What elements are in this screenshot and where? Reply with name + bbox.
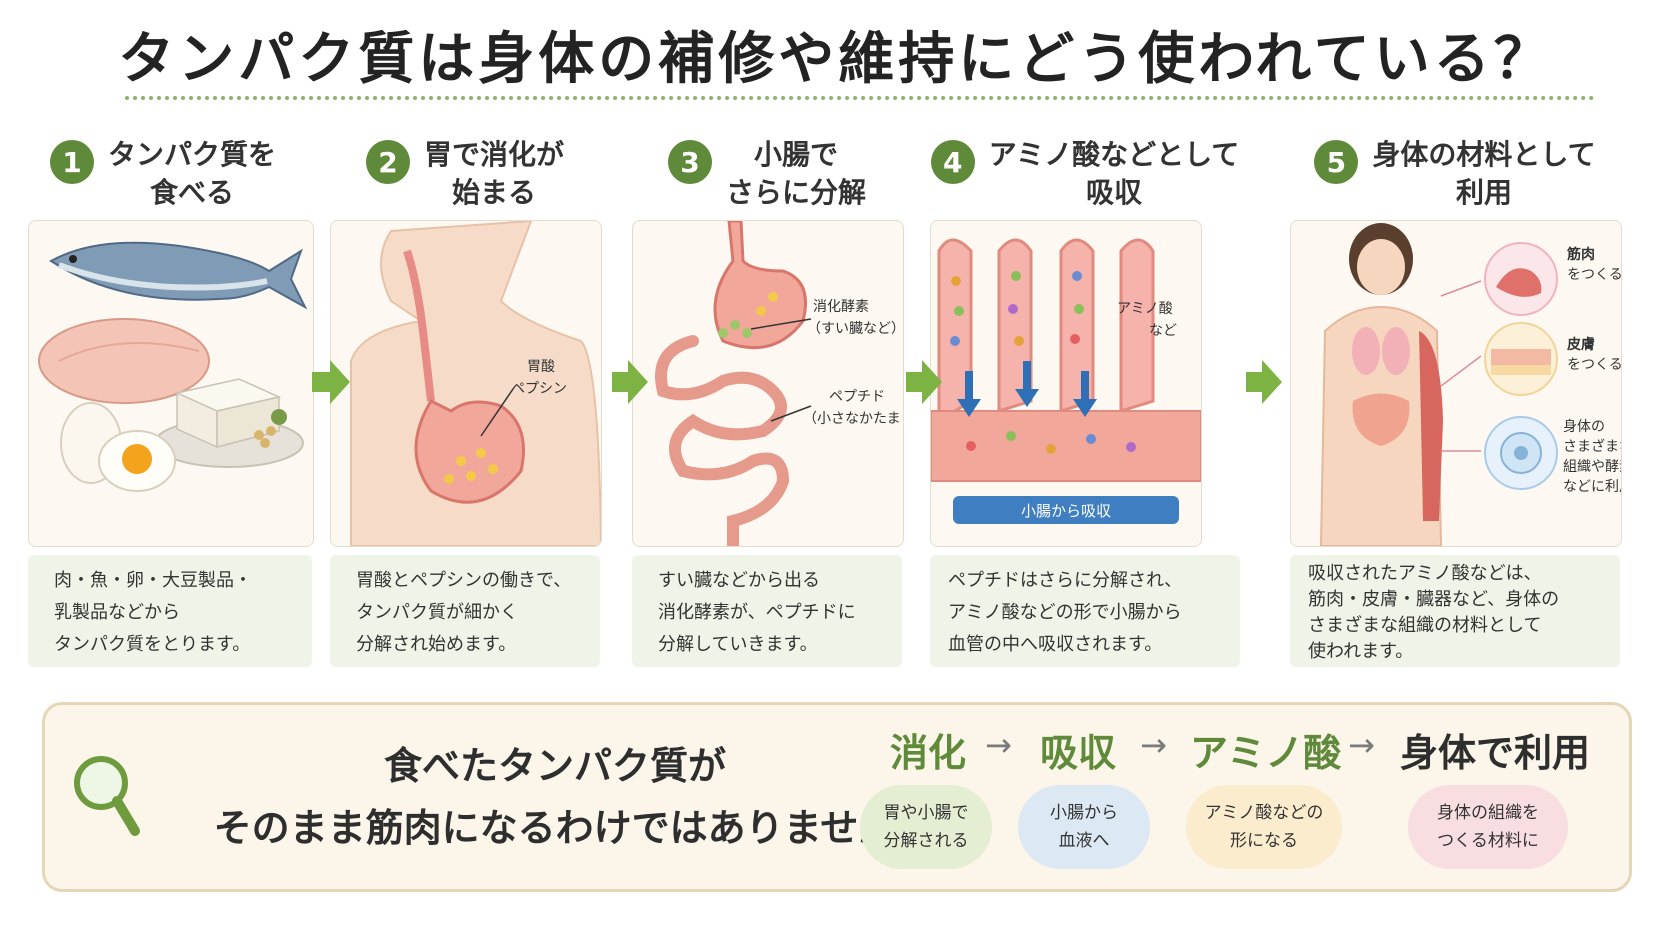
step-number: 2 bbox=[365, 140, 410, 184]
label-skin-1: 皮膚 bbox=[1566, 336, 1595, 353]
chicken-breast-icon bbox=[38, 318, 210, 404]
egg-icon bbox=[60, 402, 176, 492]
person-icon bbox=[1319, 223, 1443, 546]
flow-bubble-4: 身体の組織をつくる材料に bbox=[1408, 785, 1568, 869]
flow-digestion: 消化 bbox=[890, 731, 967, 775]
label-enzyme: 消化酵素 bbox=[813, 299, 869, 315]
step-5-description: 吸収されたアミノ酸などは、筋肉・皮膚・臓器など、身体のさまざまな組織の材料として… bbox=[1290, 555, 1620, 667]
step-title: 胃で消化が始まる bbox=[423, 138, 564, 209]
label-peptide-sub: （小さなかたまり） bbox=[803, 411, 903, 427]
small-intestine-icon bbox=[655, 335, 790, 546]
step-3-illustration: 消化酵素 （すい臓など） ペプチド （小さなかたまり） bbox=[632, 220, 904, 547]
label-pepsin: ペプシン bbox=[511, 381, 567, 397]
step-number: 4 bbox=[930, 140, 975, 184]
flow-arrow-icon: → bbox=[1140, 726, 1167, 764]
step-title: 身体の材料として利用 bbox=[1372, 138, 1596, 209]
label-tissue-3: 組織や酵素 bbox=[1563, 459, 1621, 475]
fish-icon bbox=[49, 241, 308, 310]
step-1-description: 肉・魚・卵・大豆製品・乳製品などからタンパク質をとります。 bbox=[28, 555, 312, 667]
step-1-header: 1 タンパク質を食べる bbox=[28, 136, 298, 209]
step-title: アミノ酸などとして吸収 bbox=[988, 138, 1240, 209]
flow-amino-acid: アミノ酸 bbox=[1190, 731, 1342, 775]
arrow-right-icon bbox=[312, 360, 350, 404]
label-amino-sub: など bbox=[1149, 323, 1177, 339]
tofu-icon bbox=[154, 378, 304, 468]
down-arrow-icon bbox=[957, 361, 1097, 417]
arrow-right-icon bbox=[1246, 360, 1282, 404]
label-peptide: ペプチド bbox=[829, 389, 885, 405]
label-tissue-1: 身体の bbox=[1563, 419, 1605, 435]
step-title: 小腸でさらに分解 bbox=[725, 138, 866, 209]
amino-acid-dots bbox=[950, 271, 1136, 454]
step-title: タンパク質を食べる bbox=[107, 138, 276, 209]
step-3-description: すい臓などから出る消化酵素が、ペプチドに分解していきます。 bbox=[632, 555, 902, 667]
magnifier-icon bbox=[74, 756, 140, 836]
absorb-bar-label: 小腸から吸収 bbox=[1021, 502, 1111, 520]
arrow-right-icon bbox=[906, 360, 942, 404]
summary-panel: 食べたタンパク質が そのまま筋肉になるわけではありません bbox=[42, 702, 1632, 892]
title-divider bbox=[125, 96, 1595, 100]
label-skin-2: をつくる bbox=[1567, 357, 1621, 373]
step-number: 5 bbox=[1314, 140, 1359, 184]
label-tissue-4: などに利用 bbox=[1563, 479, 1621, 495]
step-2-description: 胃酸とペプシンの働きで、タンパク質が細かく分解され始めます。 bbox=[330, 555, 600, 667]
label-amino: アミノ酸 bbox=[1117, 301, 1173, 317]
step-4-illustration: アミノ酸 など 小腸から吸収 bbox=[930, 220, 1202, 547]
label-muscle-1: 筋肉 bbox=[1567, 246, 1595, 263]
flow-body-use: 身体で利用 bbox=[1400, 731, 1591, 775]
step-5-illustration: 筋肉 をつくる 皮膚 をつくる 身体の さまざまな 組織や酵素 などに利用 bbox=[1290, 220, 1622, 547]
flow-arrow-icon: → bbox=[985, 726, 1012, 764]
step-number: 1 bbox=[49, 140, 94, 184]
step-2-header: 2 胃で消化が始まる bbox=[330, 136, 600, 209]
step-3-header: 3 小腸でさらに分解 bbox=[632, 136, 902, 209]
flow-arrow-icon: → bbox=[1348, 726, 1375, 764]
label-stomach-acid: 胃酸 bbox=[527, 359, 555, 375]
flow-bubble-3: アミノ酸などの形になる bbox=[1186, 785, 1342, 869]
step-2-illustration: 胃酸 ペプシン bbox=[330, 220, 602, 547]
summary-message: 食べたタンパク質が そのまま筋肉になるわけではありません bbox=[213, 744, 897, 850]
label-tissue-2: さまざまな bbox=[1563, 438, 1621, 455]
flow-bubble-2: 小腸から血液へ bbox=[1018, 785, 1150, 869]
step-4-header: 4 アミノ酸などとして吸収 bbox=[930, 136, 1240, 209]
step-number: 3 bbox=[667, 140, 712, 184]
flow-absorption: 吸収 bbox=[1040, 731, 1117, 775]
step-5-header: 5 身体の材料として利用 bbox=[1290, 136, 1620, 209]
arrow-right-icon bbox=[612, 360, 648, 404]
label-enzyme-sub: （すい臓など） bbox=[807, 321, 903, 337]
step-4-description: ペプチドはさらに分解され、アミノ酸などの形で小腸から血管の中へ吸収されます。 bbox=[930, 555, 1240, 667]
page-title: タンパク質は身体の補修や維持にどう使われている？ bbox=[118, 27, 1554, 92]
label-muscle-2: をつくる bbox=[1567, 267, 1621, 283]
stomach-icon bbox=[414, 399, 525, 504]
flow-bubble-1: 胃や小腸で分解される bbox=[860, 785, 992, 869]
